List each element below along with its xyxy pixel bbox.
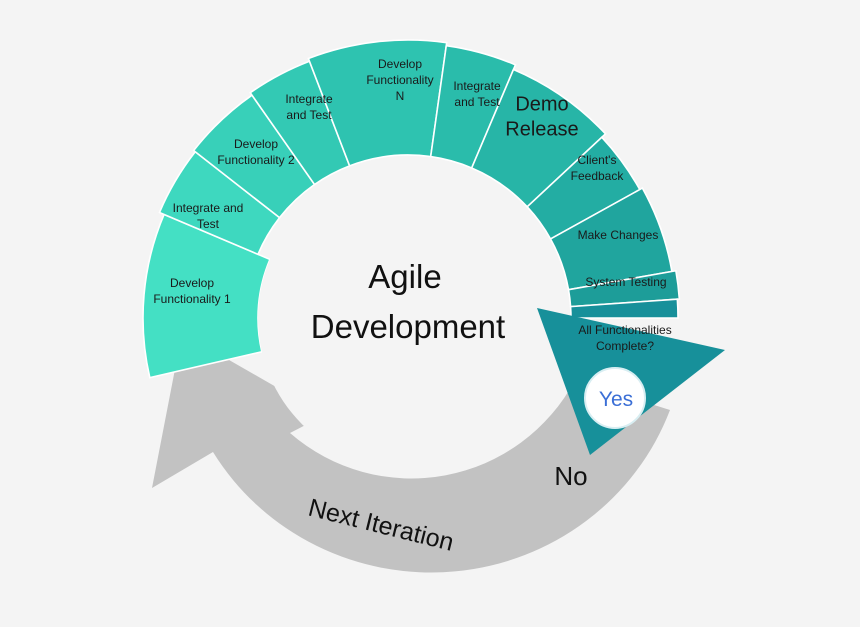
segment-label-line: Integrate (453, 79, 501, 93)
segment-label-line: Integrate (285, 92, 333, 106)
segment-label: Make Changes (578, 228, 659, 242)
no-label: No (554, 461, 587, 491)
segment-label-line: Make Changes (578, 228, 659, 242)
segment-label-line: Functionality 2 (217, 153, 295, 167)
segment-label-line: Feedback (571, 169, 625, 183)
segment-label-line: Develop (234, 137, 278, 151)
segment-label-line: Complete? (596, 339, 654, 353)
segment-label-line: Demo (515, 94, 568, 116)
cycle-segment (307, 39, 448, 167)
segment-label-line: Release (505, 119, 578, 141)
yes-label: Yes (599, 388, 633, 411)
yes-badge: Yes (584, 367, 646, 429)
segment-label-line: and Test (454, 95, 500, 109)
segment-label: Integrate and Test (285, 92, 333, 122)
segment-label-line: All Functionalities (578, 323, 671, 337)
segment-label-line: Develop (378, 57, 422, 71)
segment-label-line: Develop (170, 276, 214, 290)
cycle-ring (142, 39, 681, 468)
segment-label-line: Test (197, 217, 220, 231)
center-disc (258, 168, 558, 468)
segment-label-line: Client's (578, 153, 617, 167)
title-line-1: Agile (368, 258, 441, 295)
segment-label-line: N (396, 89, 405, 103)
segment-label: System Testing (585, 275, 666, 289)
segment-label-line: Functionality 1 (153, 292, 231, 306)
segment-label: Integrate and Test (453, 79, 501, 109)
segment-label-line: System Testing (585, 275, 666, 289)
title-line-2: Development (311, 308, 505, 345)
segment-label-line: Functionality (366, 73, 433, 87)
cycle-segment (470, 68, 607, 208)
segment-label-line: Integrate and (173, 201, 244, 215)
segment-label-line: and Test (286, 108, 332, 122)
